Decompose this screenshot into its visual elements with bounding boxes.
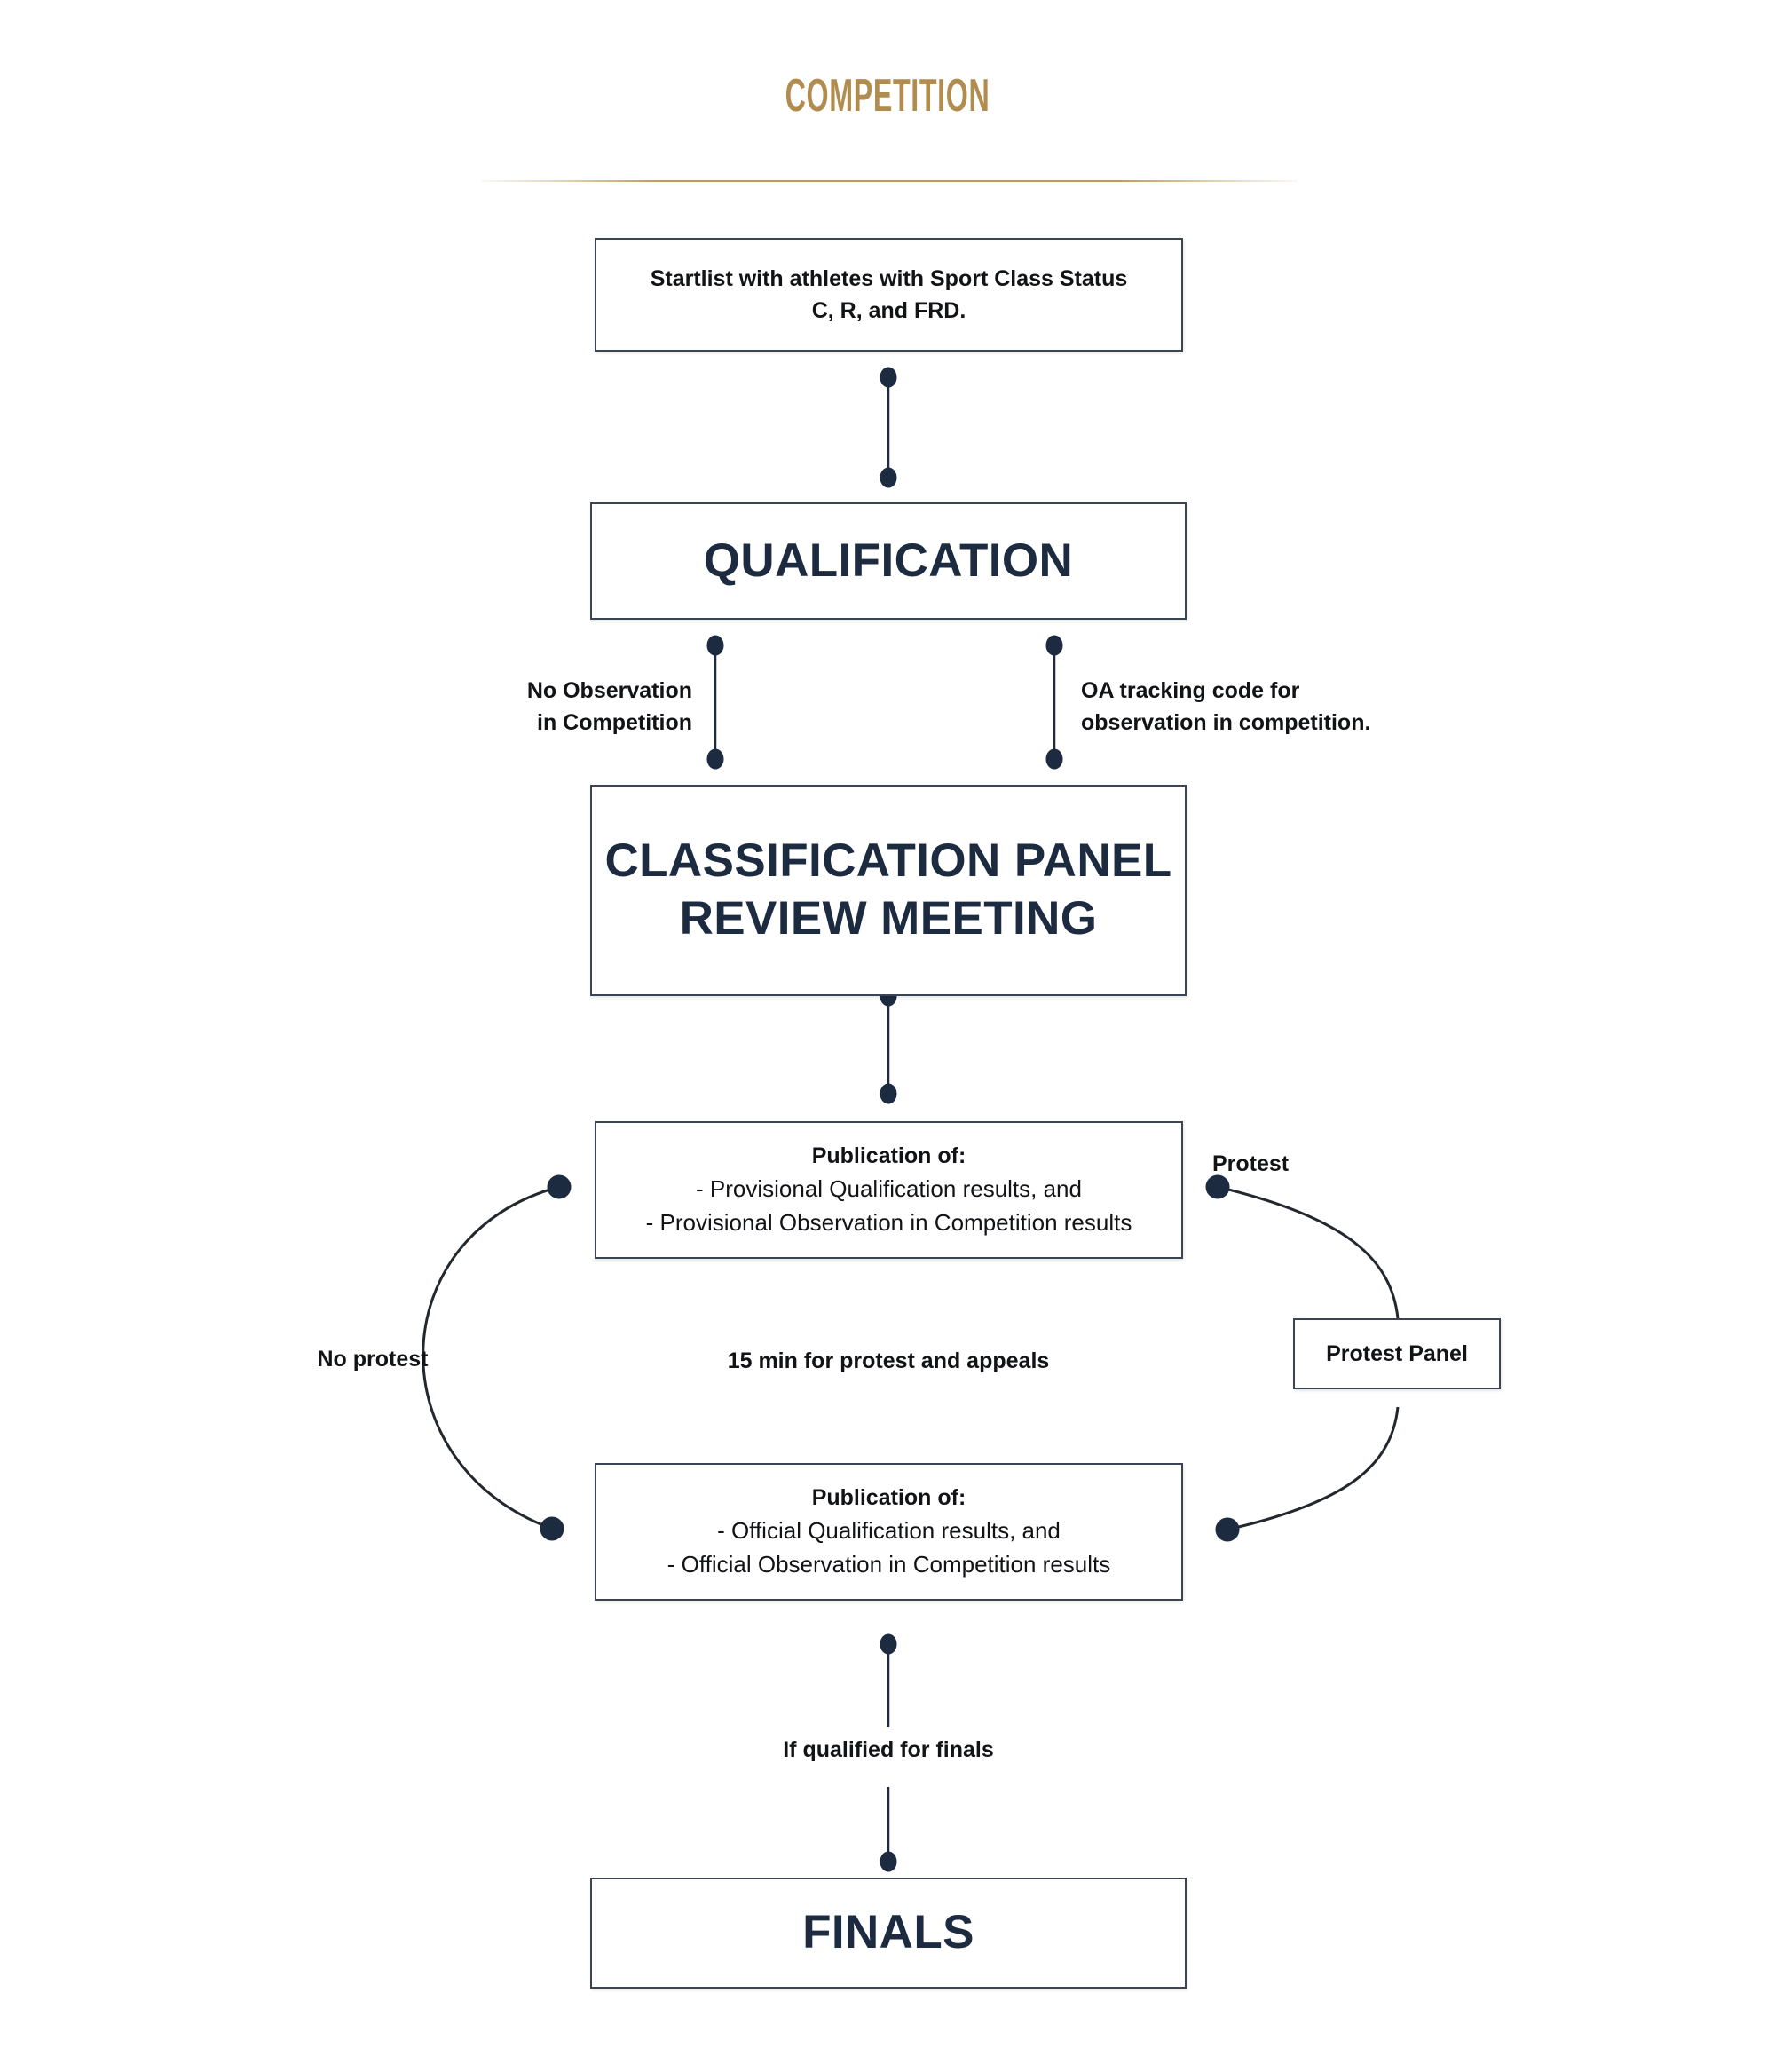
- page-title: COMPETITION: [785, 70, 990, 122]
- node-official-publication-text: Publication of: - Official Qualification…: [667, 1482, 1111, 1581]
- node-review-meeting-line2: REVIEW MEETING: [679, 892, 1098, 945]
- edge-qualification-left-branch: [706, 635, 724, 770]
- node-official-publication-line3: - Official Observation in Competition re…: [667, 1550, 1111, 1578]
- node-qualification[interactable]: QUALIFICATION: [590, 502, 1187, 620]
- node-provisional-publication-line1: Publication of:: [811, 1143, 966, 1169]
- node-provisional-publication-line3: - Provisional Observation in Competition…: [645, 1208, 1132, 1236]
- node-finals-label: FINALS: [802, 1906, 974, 1959]
- edge-label-if-qualified: If qualified for finals: [783, 1737, 994, 1762]
- edge-label-protest-window: 15 min for protest and appeals: [727, 1348, 1050, 1373]
- node-startlist-text: Startlist with athletes with Sport Class…: [651, 263, 1128, 328]
- node-provisional-publication[interactable]: Publication of: - Provisional Qualificat…: [595, 1121, 1183, 1259]
- edge-protest-arc-up: [1215, 1406, 1400, 1542]
- node-review-meeting[interactable]: CLASSIFICATION PANEL REVIEW MEETING: [590, 785, 1187, 996]
- edge-label-no-observation: No Observation in Competition: [526, 678, 692, 736]
- node-startlist[interactable]: Startlist with athletes with Sport Class…: [595, 238, 1183, 352]
- node-finals[interactable]: FINALS: [590, 1878, 1187, 1989]
- edge-label-protest: Protest: [1212, 1151, 1290, 1176]
- edge-protest-arc-down: [1205, 1174, 1400, 1319]
- edge-review-to-provisional: [880, 985, 897, 1104]
- edge-qualification-right-branch: [1045, 635, 1063, 770]
- node-startlist-line1: Startlist with athletes with Sport Class…: [650, 265, 1128, 291]
- node-official-publication-line2: - Official Qualification results, and: [717, 1516, 1061, 1544]
- node-protest-panel-label: Protest Panel: [1326, 1340, 1468, 1366]
- node-official-publication-line1: Publication of:: [811, 1485, 966, 1511]
- node-review-meeting-text: CLASSIFICATION PANEL REVIEW MEETING: [604, 833, 1172, 947]
- title-divider: [481, 180, 1298, 182]
- node-official-publication[interactable]: Publication of: - Official Qualification…: [595, 1463, 1183, 1601]
- edge-startlist-to-qualification: [880, 367, 897, 488]
- edge-label-no-protest: No protest: [317, 1347, 429, 1372]
- node-protest-panel[interactable]: Protest Panel: [1293, 1318, 1501, 1389]
- edge-label-oa-tracking: OA tracking code for observation in comp…: [1081, 678, 1371, 736]
- node-provisional-publication-text: Publication of: - Provisional Qualificat…: [646, 1140, 1132, 1239]
- node-review-meeting-line1: CLASSIFICATION PANEL: [604, 834, 1172, 888]
- node-provisional-publication-line2: - Provisional Qualification results, and: [696, 1174, 1082, 1202]
- node-qualification-label: QUALIFICATION: [703, 534, 1074, 587]
- node-startlist-line2: C, R, and FRD.: [811, 298, 966, 323]
